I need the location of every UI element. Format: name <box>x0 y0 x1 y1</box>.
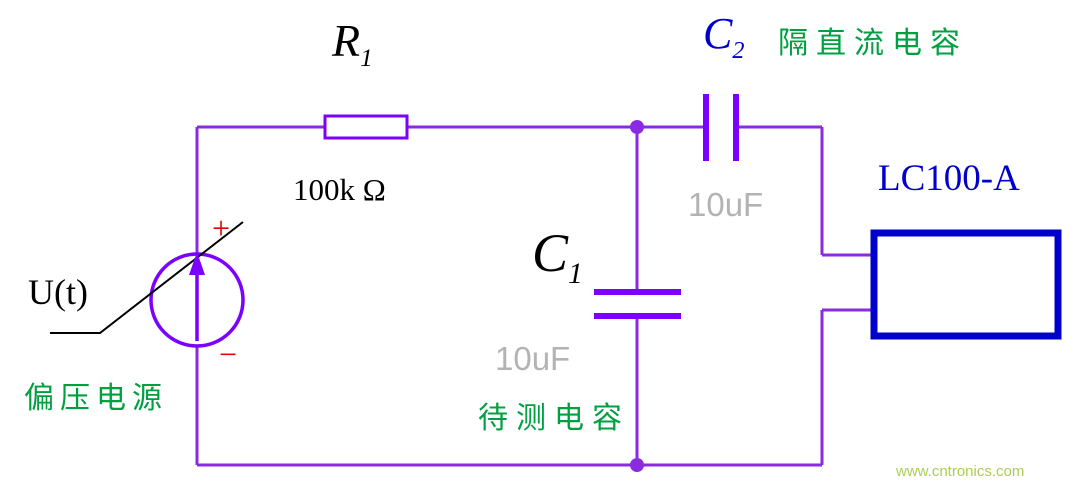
capacitor-c2-label-base: C <box>703 9 733 58</box>
meter-model-label: LC100-A <box>878 158 1020 199</box>
capacitor-c1-value: 10uF <box>495 340 571 377</box>
resistor-symbol <box>323 114 409 140</box>
source-arrow-head <box>189 252 205 275</box>
resistor-label: R1 <box>332 18 373 71</box>
node-dot-top <box>630 120 644 134</box>
resistor-label-base: R <box>332 15 361 66</box>
source-minus-sign: − <box>219 336 238 372</box>
capacitor-c2-value: 10uF <box>688 186 764 223</box>
capacitor-c2-label: C2 <box>703 12 744 63</box>
capacitor-c1-label-sub: 1 <box>568 257 583 290</box>
resistor-label-sub: 1 <box>360 44 373 73</box>
watermark: www.cntronics.com <box>896 463 1025 480</box>
meter-box <box>870 229 1062 340</box>
resistor-value: 100k Ω <box>293 172 386 207</box>
source-label: U(t) <box>28 272 88 312</box>
capacitor-c2-label-sub: 2 <box>732 36 745 64</box>
source-caption: 偏压电源 <box>24 382 168 415</box>
capacitor-c2-caption: 隔直流电容 <box>778 27 968 60</box>
source-plus-sign: + <box>212 210 231 246</box>
capacitor-c1-label: C1 <box>532 226 583 290</box>
capacitor-c1-label-base: C <box>532 223 569 283</box>
capacitor-c1-caption: 待测电容 <box>478 402 630 435</box>
node-dot-bottom <box>630 458 644 472</box>
